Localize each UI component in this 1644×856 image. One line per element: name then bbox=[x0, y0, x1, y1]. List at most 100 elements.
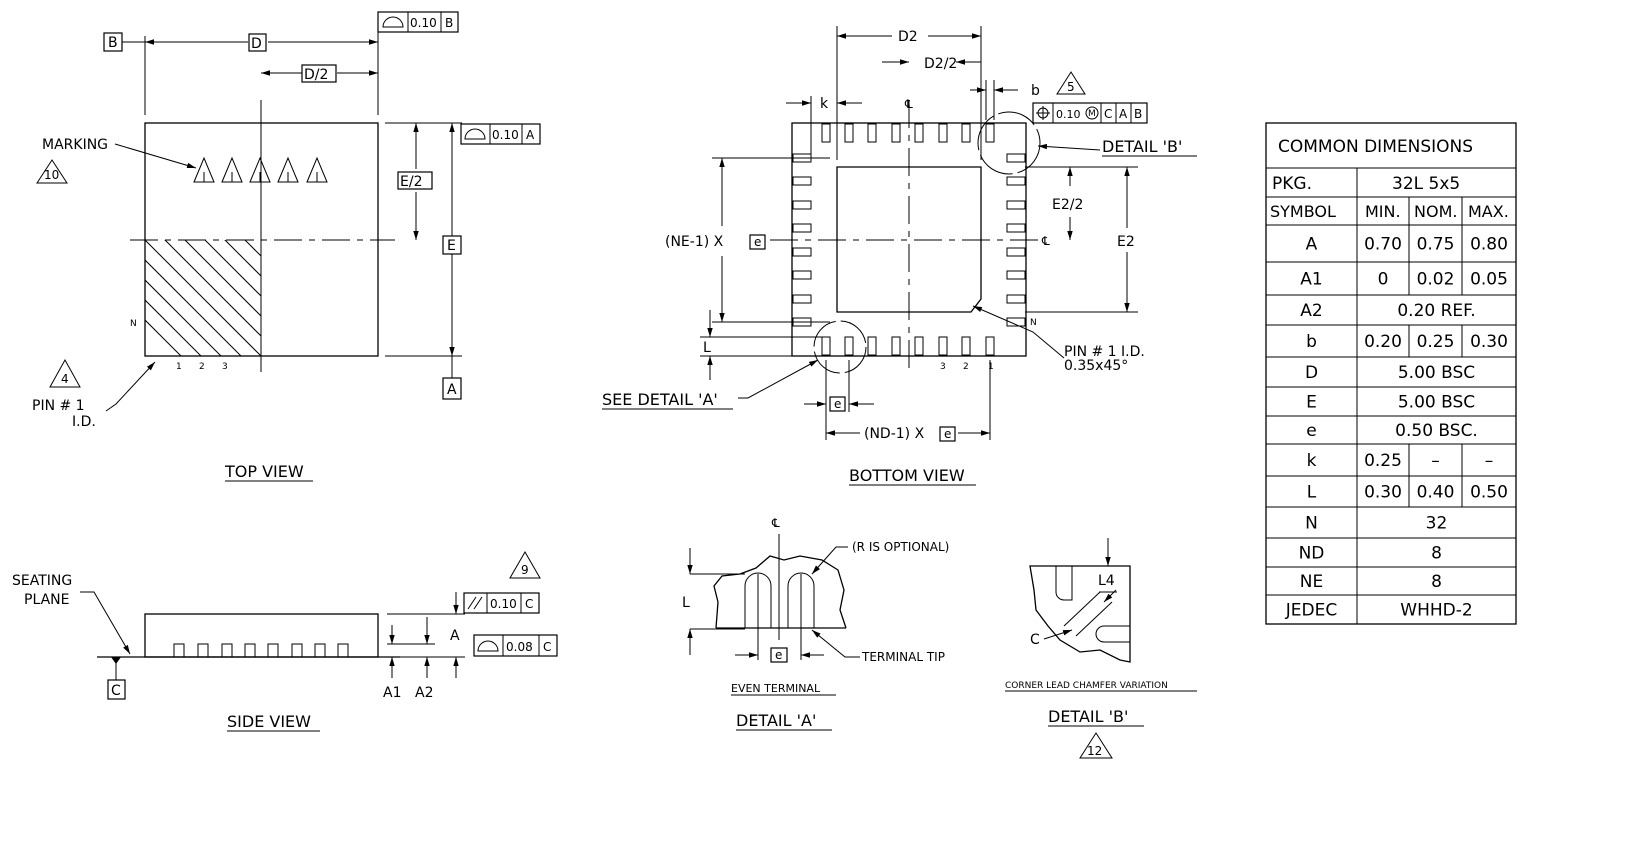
datum-b-label: B bbox=[108, 35, 118, 51]
dim-a1-label: A1 bbox=[383, 685, 401, 701]
datum-a-label: A bbox=[447, 382, 457, 398]
svg-text:A: A bbox=[526, 128, 535, 142]
detail-a-l-label: L bbox=[682, 595, 690, 611]
table-row-nom: 0.40 bbox=[1417, 483, 1455, 503]
corner-chamfer-label: CORNER LEAD CHAMFER VARIATION bbox=[1005, 681, 1168, 691]
detail-a-e-label: e bbox=[775, 648, 782, 662]
pin1-hatch-area bbox=[145, 240, 261, 356]
svg-text:C: C bbox=[525, 597, 533, 611]
datum-c-label: C bbox=[111, 683, 121, 699]
dim-k-label: k bbox=[820, 96, 829, 112]
svg-text:M: M bbox=[1088, 109, 1096, 119]
dim-d-label: D bbox=[251, 36, 262, 52]
bottom-view-title: BOTTOM VIEW bbox=[849, 466, 965, 485]
parallelism-tolerance: 0.10 C bbox=[463, 592, 540, 614]
table-header-max: MAX. bbox=[1468, 202, 1509, 221]
detail-a-circle bbox=[813, 320, 867, 374]
table-row-symbol: A1 bbox=[1300, 270, 1322, 290]
dim-l-label: L bbox=[703, 340, 711, 356]
note-4-number: 4 bbox=[61, 372, 69, 386]
table-header-min: MIN. bbox=[1365, 202, 1401, 221]
dim-c-chamfer-label: C bbox=[1030, 632, 1040, 648]
table-row-symbol: NE bbox=[1300, 572, 1323, 592]
detail-b: L4 C CORNER LEAD CHAMFER VARIATION DETAI… bbox=[1005, 538, 1197, 759]
table-row-symbol: b bbox=[1306, 332, 1317, 352]
dim-b-label: b bbox=[1031, 83, 1040, 99]
marking-label: MARKING bbox=[42, 137, 108, 153]
table-row-nom: 0.02 bbox=[1417, 270, 1455, 290]
bottom-pin-1-label: 1 bbox=[988, 362, 994, 372]
detail-a-e-box bbox=[770, 647, 788, 663]
pin1-bottom-line1: PIN # 1 I.D. bbox=[1064, 344, 1145, 360]
dim-d2-label: D2 bbox=[898, 29, 918, 45]
table-row-span-value: 8 bbox=[1431, 544, 1442, 564]
dim-d-box bbox=[248, 33, 267, 52]
table-pkg-value: 32L 5x5 bbox=[1392, 174, 1460, 194]
pin-3-label: 3 bbox=[222, 362, 228, 372]
table-row-span-value: 5.00 BSC bbox=[1398, 363, 1475, 383]
detail-b-callout: DETAIL 'B' bbox=[1102, 137, 1182, 156]
svg-text:0.10: 0.10 bbox=[1056, 108, 1081, 121]
note-12-number: 12 bbox=[1087, 744, 1102, 758]
note-9-triangle bbox=[509, 550, 541, 579]
terminal-tip-label: TERMINAL TIP bbox=[861, 650, 945, 664]
top-view: MARKING 10 N 1 2 3 B D 0.10 B D/2 bbox=[32, 11, 541, 482]
table-row-span-value: WHHD-2 bbox=[1400, 601, 1472, 621]
table-row-min: 0 bbox=[1378, 270, 1389, 290]
svg-text:0.10: 0.10 bbox=[490, 597, 517, 611]
table-row-symbol: ND bbox=[1299, 544, 1325, 564]
bottom-centerline-right: ℄ bbox=[1041, 234, 1050, 248]
dim-d-half-label: D/2 bbox=[304, 67, 328, 83]
table-row-symbol: N bbox=[1305, 514, 1318, 534]
detail-a-centerline: ℄ bbox=[771, 516, 780, 530]
right-pads bbox=[1006, 153, 1026, 327]
svg-text:C: C bbox=[543, 640, 551, 654]
table-row-max: 0.30 bbox=[1470, 332, 1508, 352]
detail-a: L ℄ (R IS OPTIONAL) TERMINAL TIP e EVEN … bbox=[682, 516, 949, 731]
note-5-triangle bbox=[1056, 71, 1086, 95]
dim-ne-e-label: e bbox=[754, 235, 761, 249]
dim-d2-half-label: D2/2 bbox=[924, 56, 957, 72]
dim-e-half-box bbox=[397, 171, 433, 190]
table-row-symbol: JEDEC bbox=[1285, 601, 1337, 621]
side-view: SEATING PLANE C A A1 A2 9 0.10 C bbox=[12, 550, 558, 732]
profile-tolerance-b: 0.10 B bbox=[377, 11, 459, 33]
pin1-bottom-line2: 0.35x45° bbox=[1064, 358, 1128, 374]
pin-1-label: 1 bbox=[176, 362, 182, 372]
table-row-symbol: A2 bbox=[1300, 301, 1322, 321]
svg-text:0.10: 0.10 bbox=[410, 16, 437, 30]
dim-e2-label: E2 bbox=[1117, 234, 1135, 250]
dim-e-box bbox=[442, 235, 462, 255]
even-terminal-label: EVEN TERMINAL bbox=[731, 682, 821, 695]
side-view-body bbox=[144, 613, 379, 658]
detail-a-title: DETAIL 'A' bbox=[736, 711, 816, 730]
note-10-number: 10 bbox=[44, 168, 59, 182]
bottom-view: N 1 2 3 ℄ ℄ D2 D2/2 k b 5 bbox=[602, 26, 1197, 486]
side-leads bbox=[173, 643, 349, 658]
table-row-symbol: L bbox=[1307, 483, 1317, 503]
table-row-symbol: D bbox=[1305, 363, 1318, 383]
svg-text:B: B bbox=[445, 16, 453, 30]
svg-text:A: A bbox=[1119, 107, 1128, 121]
r-optional-label: (R IS OPTIONAL) bbox=[852, 540, 949, 554]
svg-text:0.10: 0.10 bbox=[492, 128, 519, 142]
top-pads bbox=[821, 123, 995, 143]
table-row-span-value: 0.20 REF. bbox=[1397, 301, 1475, 321]
pin1-label-line1: PIN # 1 bbox=[32, 398, 85, 414]
table-row-max: 0.50 bbox=[1470, 483, 1508, 503]
table-row-nom: – bbox=[1431, 451, 1440, 471]
dim-nd-e-box bbox=[939, 426, 956, 442]
dim-ne-prefix: (NE-1) X bbox=[665, 234, 724, 250]
bottom-pin-2-label: 2 bbox=[963, 362, 969, 372]
pin1-label-line2: I.D. bbox=[72, 414, 96, 430]
dim-e2-half-label: E2/2 bbox=[1052, 197, 1083, 213]
table-header-nom: NOM. bbox=[1414, 202, 1457, 221]
table-title: COMMON DIMENSIONS bbox=[1278, 137, 1473, 157]
bottom-pin-n-label: N bbox=[1030, 318, 1037, 328]
pin-2-label: 2 bbox=[199, 362, 205, 372]
profile-tolerance-a: 0.10 A bbox=[460, 123, 541, 145]
table-row-max: – bbox=[1485, 451, 1494, 471]
detail-b-title: DETAIL 'B' bbox=[1048, 707, 1128, 726]
